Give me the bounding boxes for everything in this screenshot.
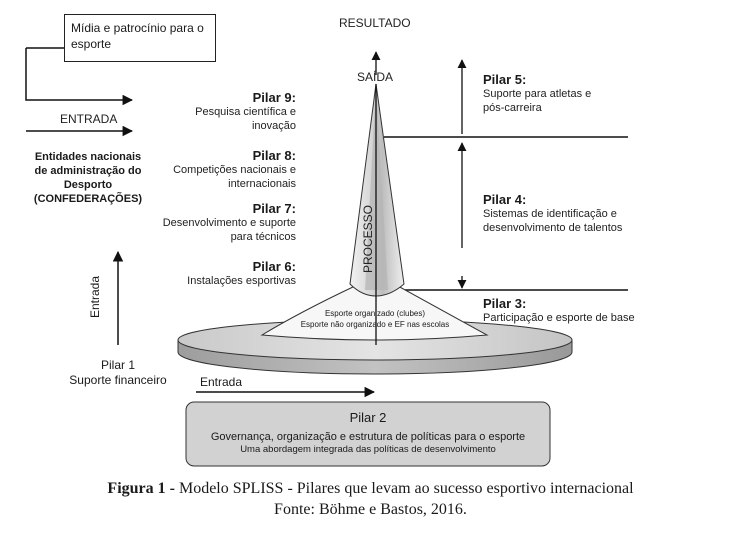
pilar2-line1: Governança, organização e estrutura de p… <box>210 431 526 443</box>
processo-label: PROCESSO <box>361 205 375 274</box>
pilar3-title: Pilar 3: <box>483 296 527 311</box>
entidades-line3: Desporto <box>63 179 113 191</box>
pilar4: Pilar 4: Sistemas de identificação e des… <box>483 192 622 235</box>
figure-caption: Figura 1 - Modelo SPLISS - Pilares que l… <box>0 480 741 498</box>
pilar6: Pilar 6: Instalações esportivas <box>150 259 296 288</box>
pilar9-line1: Pesquisa científica e <box>195 106 296 118</box>
pilar2: Pilar 2 Governança, organização e estrut… <box>186 410 550 456</box>
pilar7: Pilar 7: Desenvolvimento e suporte para … <box>150 201 296 244</box>
entidades-line2: de administração do <box>34 165 142 177</box>
pilar7-line1: Desenvolvimento e suporte <box>162 217 296 229</box>
entidades-line4: (CONFEDERAÇÕES) <box>33 193 143 205</box>
base-text: Esporte organizado (clubes) Esporte não … <box>290 308 460 330</box>
pilar4-line1: Sistemas de identificação e <box>483 208 617 220</box>
media-arrow <box>25 47 134 106</box>
entrada-bottom-label: Entrada <box>200 375 243 389</box>
pilar2-title: Pilar 2 <box>349 410 387 425</box>
entrada-vertical-label: Entrada <box>88 275 102 319</box>
base-line1: Esporte organizado (clubes) <box>324 309 426 318</box>
pilar3-line1: Participação e esporte de base <box>483 312 635 324</box>
caption-label: Figura 1 - <box>107 480 175 497</box>
pilar2-box <box>185 401 551 467</box>
pilar1-title: Pilar 1 <box>100 358 135 372</box>
pilar3: Pilar 3: Participação e esporte de base <box>483 296 635 325</box>
resultado-label: RESULTADO <box>339 16 411 30</box>
spire <box>349 83 405 345</box>
entrada-top-label: ENTRADA <box>60 112 118 126</box>
entidades-line1: Entidades nacionais <box>34 151 142 163</box>
figure-source: Fonte: Böhme e Bastos, 2016. <box>274 501 467 518</box>
pilar1-subtitle: Suporte financeiro <box>69 373 167 387</box>
media-line1: Mídia e patrocínio para o <box>71 21 204 35</box>
media-line2: esporte <box>71 37 112 51</box>
pilar2-line2: Uma abordagem integrada das políticas de… <box>240 444 496 455</box>
base-line2: Esporte não organizado e EF nas escolas <box>300 320 450 329</box>
caption-text: Modelo SPLISS - Pilares que levam ao suc… <box>174 480 634 497</box>
pilar7-title: Pilar 7: <box>252 201 296 216</box>
entidades-block: Entidades nacionais de administração do … <box>20 150 156 206</box>
pilar6-line1: Instalações esportivas <box>187 275 296 287</box>
pilar5-line2: pós-carreira <box>483 102 542 114</box>
pilar9-title: Pilar 9: <box>252 90 296 105</box>
pilar6-title: Pilar 6: <box>252 259 296 274</box>
pilar8-title: Pilar 8: <box>252 148 296 163</box>
pilar8-line2: internacionais <box>228 178 296 190</box>
pilar8-line1: Competições nacionais e <box>173 164 296 176</box>
pilar7-line2: para técnicos <box>230 231 296 243</box>
pilar8: Pilar 8: Competições nacionais e interna… <box>150 148 296 191</box>
pilar9: Pilar 9: Pesquisa científica e inovação <box>150 90 296 133</box>
saida-label: SAÍDA <box>357 70 394 84</box>
media-box: Mídia e patrocínio para o esporte <box>64 14 216 62</box>
pilar1: Pilar 1 Suporte financeiro <box>66 358 170 388</box>
pilar5-title: Pilar 5: <box>483 72 527 87</box>
pilar5-line1: Suporte para atletas e <box>483 88 592 100</box>
pilar9-line2: inovação <box>251 120 296 132</box>
pilar5: Pilar 5: Suporte para atletas e pós-carr… <box>483 72 591 115</box>
pilar4-title: Pilar 4: <box>483 192 527 207</box>
base-mound <box>260 285 489 341</box>
pilar4-line2: desenvolvimento de talentos <box>483 222 623 234</box>
